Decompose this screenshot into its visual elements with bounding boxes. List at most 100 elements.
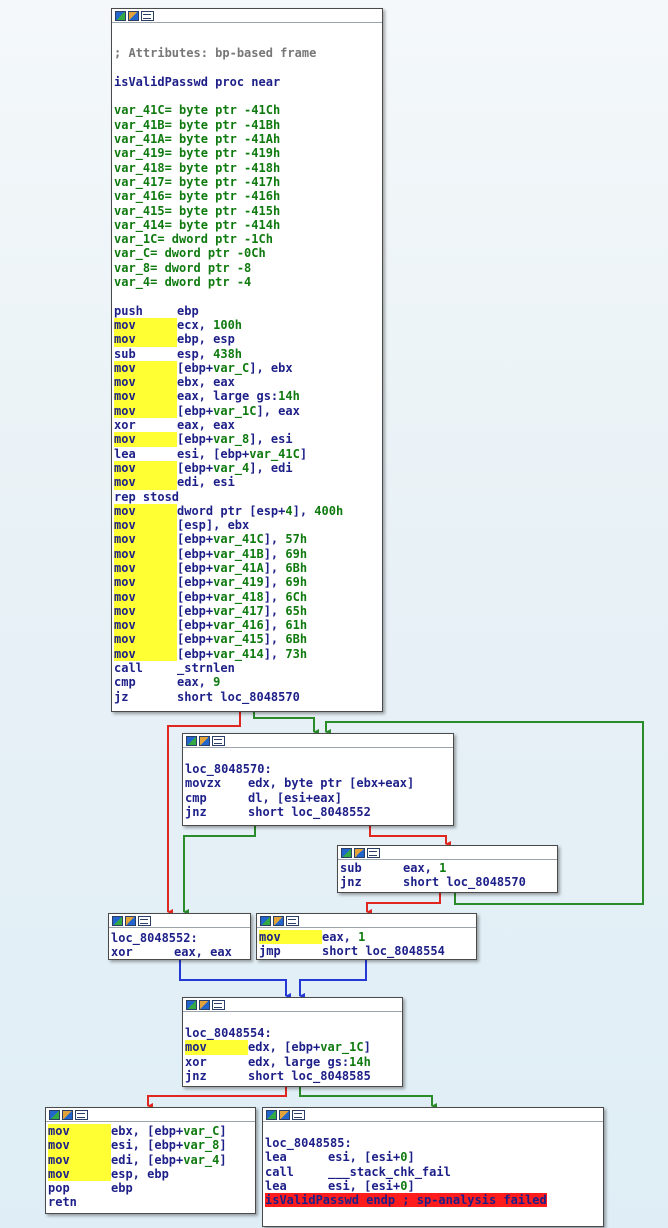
graph-icon[interactable] (260, 916, 271, 926)
color-icon[interactable] (199, 736, 210, 746)
text-view-icon[interactable] (212, 1000, 225, 1010)
operands: edi, [ebp+var_4] (111, 1152, 227, 1167)
variable-line[interactable]: var_41B= byte ptr -41Bh (114, 117, 281, 132)
variable-line[interactable]: var_416= byte ptr -416h (114, 189, 281, 204)
proc-declaration[interactable]: isValidPasswd proc near (114, 74, 281, 89)
instruction-line[interactable]: retn (48, 1195, 253, 1209)
instruction-line[interactable]: mov[ebp+var_41A], 6Bh (114, 560, 380, 576)
variable-line[interactable]: var_414= byte ptr -414h (114, 217, 281, 232)
color-icon[interactable] (125, 916, 136, 926)
graph-icon[interactable] (186, 736, 197, 746)
instruction-line[interactable]: mov[ebp+var_416], 61h (114, 618, 380, 633)
text-view-icon[interactable] (286, 916, 299, 926)
color-icon[interactable] (128, 11, 139, 21)
text-view-icon[interactable] (141, 11, 154, 21)
instruction-line[interactable]: mov[ebp+var_415], 6Bh (114, 632, 380, 647)
instruction-line[interactable]: mov[ebp+var_419], 69h (114, 575, 380, 590)
text-view-icon[interactable] (292, 1110, 305, 1120)
block-label[interactable]: loc_8048554: (185, 1026, 272, 1040)
instruction-line[interactable]: mov[ebp+var_C], ebx (114, 360, 380, 376)
graph-icon[interactable] (186, 1000, 197, 1010)
variable-line[interactable]: var_4= dword ptr -4 (114, 275, 252, 290)
variable-line[interactable]: var_C= dword ptr -0Ch (114, 246, 266, 261)
block-label[interactable]: loc_8048552: (111, 931, 198, 945)
node-main[interactable]: ; Attributes: bp-based frame isValidPass… (111, 8, 383, 712)
color-icon[interactable] (273, 916, 284, 926)
graph-icon[interactable] (49, 1110, 60, 1120)
instruction-line[interactable]: mov[ebp+var_1C], eax (114, 403, 380, 419)
text-view-icon[interactable] (75, 1110, 88, 1120)
variable-line[interactable]: var_8= dword ptr -8 (114, 260, 252, 275)
instruction-line[interactable]: mov[ebp+var_41C], 57h (114, 532, 380, 547)
instruction-line[interactable]: mov[ebp+var_41B], 69h (114, 546, 380, 561)
color-icon[interactable] (354, 848, 365, 858)
variable-line[interactable]: var_415= byte ptr -415h (114, 203, 281, 218)
variable-line[interactable]: var_1C= dword ptr -1Ch (114, 232, 273, 247)
instruction-line[interactable]: mov[ebp+var_418], 6Ch (114, 589, 380, 604)
variable-line[interactable]: var_41C= byte ptr -41Ch (114, 103, 281, 118)
variable-line[interactable]: var_417= byte ptr -417h (114, 174, 281, 189)
variable-line[interactable]: var_418= byte ptr -418h (114, 160, 281, 175)
instruction-line[interactable]: call___stack_chk_fail (265, 1165, 601, 1179)
instruction-line[interactable]: call_strnlen (114, 661, 380, 675)
instruction-line[interactable]: mov[ebp+var_414], 73h (114, 646, 380, 662)
instruction-line[interactable]: mov[ebp+var_4], edi (114, 460, 380, 476)
instruction-line[interactable]: rep stosd (114, 490, 380, 504)
instruction-line[interactable]: mov[esp], ebx (114, 518, 380, 533)
variable-line[interactable]: var_41A= byte ptr -41Ah (114, 132, 281, 147)
block-label[interactable]: loc_8048570: (185, 762, 272, 776)
variable-line[interactable]: var_419= byte ptr -419h (114, 146, 281, 161)
color-icon[interactable] (279, 1110, 290, 1120)
instruction-line[interactable]: mov[ebp+var_417], 65h (114, 603, 380, 619)
text-view-icon[interactable] (367, 848, 380, 858)
operands: edx, [ebp+var_1C] (248, 1040, 371, 1055)
block-label[interactable]: loc_8048585: (265, 1136, 352, 1150)
graph-icon[interactable] (112, 916, 123, 926)
text-view-icon[interactable] (212, 736, 225, 746)
color-icon[interactable] (62, 1110, 73, 1120)
text-view-icon[interactable] (138, 916, 151, 926)
instruction-line[interactable]: mov[ebp+var_8], esi (114, 432, 380, 447)
graph-icon[interactable] (266, 1110, 277, 1120)
graph-icon[interactable] (115, 11, 126, 21)
color-icon[interactable] (199, 1000, 210, 1010)
graph-icon[interactable] (341, 848, 352, 858)
